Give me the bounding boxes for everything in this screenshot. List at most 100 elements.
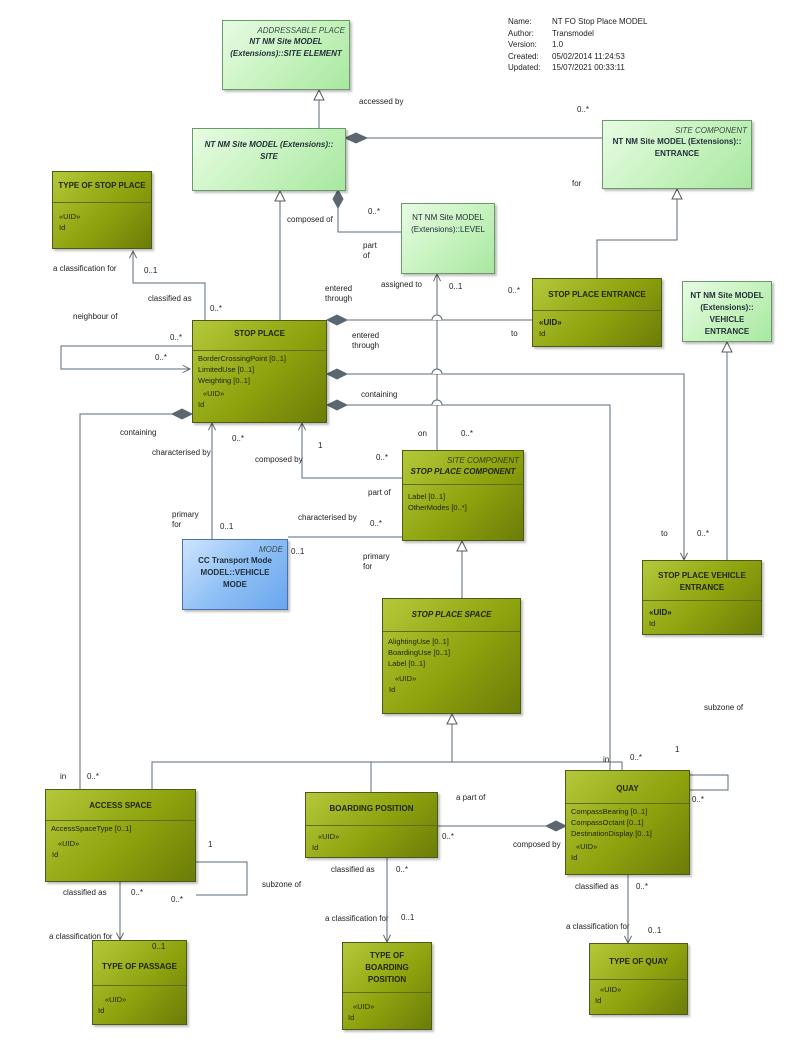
class-name: STOP PLACE ENTRANCE: [548, 290, 646, 299]
label-classified-as: classified as: [148, 294, 192, 303]
hop-2: [431, 368, 443, 375]
attr-label: Label [0..1]: [408, 492, 446, 501]
label-in-access: in: [60, 772, 67, 781]
assoc-sp-containing-sve: [327, 373, 684, 560]
hop-3: [431, 399, 443, 406]
mult-mode-right: 0..1: [291, 547, 305, 556]
attr-destination-display: DestinationDisplay [0..1]: [571, 829, 652, 838]
attr-boarding-use: BoardingUse [0..1]: [388, 648, 451, 657]
class-vehicle-mode[interactable]: MODE CC Transport Mode MODEL::VEHICLE MO…: [182, 539, 288, 610]
label-containing: containing: [361, 390, 398, 399]
meta-created-key: Created:: [508, 51, 539, 61]
label-entered-through-2: entered through: [352, 331, 380, 350]
uid-stereotype: «UID»: [576, 842, 598, 851]
class-vehicle-entrance[interactable]: NT NM Site MODEL (Extensions):: VEHICLE …: [682, 281, 772, 342]
uid-stereotype: «UID»: [539, 318, 562, 327]
class-type-of-passage[interactable]: TYPE OF PASSAGE «UID» Id: [92, 940, 187, 1025]
stereotype: SITE COMPONENT: [446, 456, 519, 465]
meta-name: NT FO Stop Place MODEL: [552, 17, 648, 26]
mult-neighbour-2: 0..*: [155, 353, 168, 362]
class-stop-place-component[interactable]: SITE COMPONENT STOP PLACE COMPONENT Labe…: [402, 450, 524, 541]
meta-updated: 15/07/2021 00:33:11: [552, 63, 625, 72]
meta-name-key: Name:: [508, 17, 532, 26]
attr-id: Id: [649, 619, 656, 628]
diamond-sp-spe: [325, 314, 349, 326]
class-name: STOP PLACE: [234, 329, 285, 338]
mult-comp: 0..*: [376, 453, 389, 462]
assoc-sp-component: [302, 423, 403, 479]
mult-comp-mode: 0..*: [370, 519, 383, 528]
label-entered-through: entered through: [325, 284, 353, 303]
class-boarding-position[interactable]: BOARDING POSITION «UID» Id: [305, 792, 438, 858]
class-name: QUAY: [616, 784, 639, 793]
attr-border-crossing: BorderCrossingPoint [0..1]: [198, 354, 286, 363]
mult-type-sp: 0..1: [144, 266, 158, 275]
label-characterised-by: characterised by: [152, 448, 211, 457]
uid-stereotype: «UID»: [59, 212, 81, 221]
assoc-typesp: [133, 251, 206, 320]
class-entrance[interactable]: SITE COMPONENT NT NM Site MODEL (Extensi…: [602, 120, 752, 189]
class-stop-place-entrance[interactable]: STOP PLACE ENTRANCE «UID» Id: [532, 278, 662, 347]
class-addressable-place[interactable]: ADDRESSABLE PLACE NT NM Site MODEL (Exte…: [222, 20, 350, 90]
class-name: STOP PLACE SPACE: [411, 610, 492, 619]
uid-stereotype: «UID»: [600, 985, 622, 994]
mult-bp-cl: 0..*: [396, 865, 409, 874]
class-site[interactable]: NT NM Site MODEL (Extensions):: SITE: [192, 128, 346, 191]
label-composed-by: composed by: [255, 455, 303, 464]
label-a-classification-for: a classification for: [53, 264, 117, 273]
mult-vehicle: 0..*: [697, 529, 710, 538]
label-subzone-of-quay: subzone of: [704, 703, 744, 712]
class-name: TYPE OF QUAY: [609, 957, 668, 966]
assoc-sp-containing-as: [79, 413, 192, 789]
label-a-classification-for-bp: a classification for: [325, 914, 389, 923]
assoc-neighbour: [60, 345, 192, 369]
meta-author: Transmodel: [552, 28, 594, 38]
mult-neighbour-1: 0..*: [170, 333, 183, 342]
attr-id: Id: [59, 223, 66, 232]
gen-spe-to-entrance: [596, 189, 677, 278]
diamond-site-entrance: [343, 132, 369, 144]
class-type-of-stop-place[interactable]: TYPE OF STOP PLACE «UID» Id: [52, 171, 152, 249]
assoc-sp-containing-quay: [327, 404, 611, 770]
class-access-space[interactable]: ACCESS SPACE AccessSpaceType [0..1] «UID…: [45, 789, 196, 882]
attr-id: Id: [571, 853, 578, 862]
mult-access-in: 0..*: [87, 772, 100, 781]
meta-updated-key: Updated:: [508, 63, 541, 72]
attr-alighting-use: AlightingUse [0..1]: [388, 637, 449, 646]
meta-author-key: Author:: [508, 28, 534, 38]
class-level[interactable]: NT NM Site MODEL (Extensions)::LEVEL: [401, 203, 495, 274]
mult-sp-classified: 0..*: [210, 304, 223, 313]
class-name: NT NM Site MODEL (Extensions):: VEHICLE …: [690, 291, 764, 336]
mult-level: 0..*: [368, 207, 381, 216]
attr-label: Label [0..1]: [388, 659, 426, 668]
mult-as-self-2: 0..*: [171, 895, 184, 904]
mult-spe: 0..*: [508, 286, 521, 295]
mult-bp: 0..*: [442, 832, 455, 841]
class-type-of-boarding-position[interactable]: TYPE OF BOARDING POSITION «UID» Id: [342, 942, 432, 1030]
class-name: NT NM Site MODEL (Extensions)::LEVEL: [411, 213, 485, 234]
mult-sp-mode: 0..*: [232, 434, 245, 443]
mult-tobp: 0..1: [401, 913, 415, 922]
class-stop-place[interactable]: STOP PLACE BorderCrossingPoint [0..1] Li…: [192, 320, 327, 423]
class-name: BOARDING POSITION: [329, 804, 414, 813]
uid-stereotype: «UID»: [203, 389, 225, 398]
mult-top: 0..1: [152, 942, 166, 951]
class-type-of-quay[interactable]: TYPE OF QUAY «UID» Id: [589, 943, 688, 1015]
gen-subspaces-to-space: [151, 761, 623, 789]
mult-quay-in: 0..*: [630, 753, 643, 762]
class-quay[interactable]: QUAY CompassBearing [0..1] CompassOctant…: [565, 770, 690, 875]
uid-stereotype: «UID»: [58, 839, 80, 848]
class-stop-place-vehicle-entrance[interactable]: STOP PLACE VEHICLE ENTRANCE «UID» Id: [642, 560, 762, 635]
label-subzone-of-as: subzone of: [262, 880, 302, 889]
mult-entrance: 0..*: [577, 105, 590, 114]
class-stop-place-space[interactable]: STOP PLACE SPACE AlightingUse [0..1] Boa…: [382, 598, 521, 714]
label-in-quay: in: [603, 755, 610, 764]
mult-on: 0..*: [461, 429, 474, 438]
attr-id: Id: [595, 996, 602, 1005]
attr-id: Id: [98, 1006, 105, 1015]
label-classified-as-bp: classified as: [331, 865, 375, 874]
mult-toq: 0..1: [648, 926, 662, 935]
label-primary-for-right: primary for: [363, 552, 390, 571]
uid-stereotype: «UID»: [649, 608, 672, 617]
meta-version-key: Version:: [508, 40, 537, 49]
